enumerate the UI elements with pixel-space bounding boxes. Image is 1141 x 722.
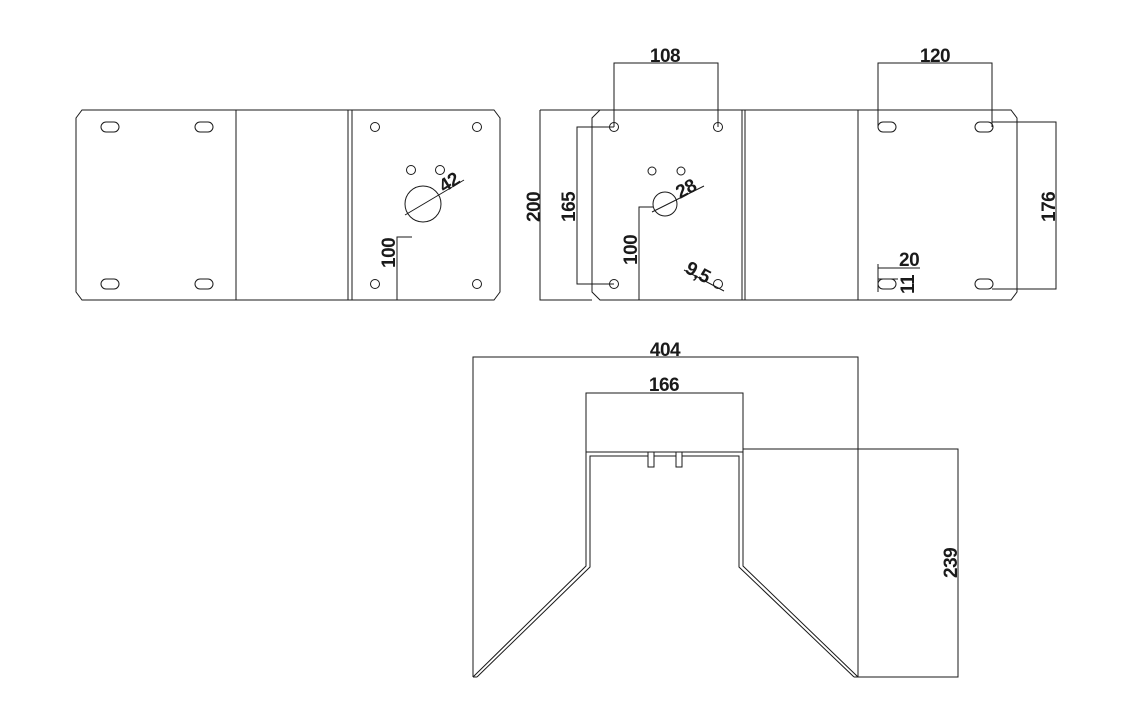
- mount-hole: [472, 122, 482, 132]
- dim-239-label: 239: [941, 548, 962, 578]
- left-plate-view: 42 100: [75, 109, 501, 301]
- dim-176-label: 176: [1039, 192, 1060, 222]
- leader-28: [651, 185, 705, 213]
- small-hole: [406, 165, 416, 175]
- dim-100-mid-label: 100: [621, 235, 642, 265]
- leader-9-5: [683, 269, 725, 292]
- profile-outer: [472, 451, 859, 678]
- mount-hole: [370, 122, 380, 132]
- dim-120-line: [877, 62, 993, 127]
- slot-hole: [877, 278, 897, 290]
- dim-100-left-label: 100: [379, 238, 400, 268]
- slot-hole: [194, 278, 214, 290]
- right-plate-outline: [591, 109, 1018, 301]
- dim-404-label: 404: [650, 340, 681, 361]
- dim-166-line: [585, 392, 744, 452]
- slot-hole: [974, 121, 994, 133]
- slot-hole: [100, 278, 120, 290]
- profile-inner: [476, 455, 855, 678]
- right-plate-view: 28 9,5 108 120 200 165 100 20 11 176: [524, 46, 1060, 301]
- leader-42: [404, 179, 465, 216]
- dim-20-label: 20: [899, 250, 919, 271]
- profile-tab: [675, 451, 683, 468]
- mount-hole: [370, 279, 380, 289]
- profile-tab: [647, 451, 655, 468]
- dim-9-5-label: 9,5: [682, 258, 715, 289]
- mount-hole: [472, 279, 482, 289]
- slot-hole: [194, 121, 214, 133]
- dim-100-left-line: [396, 236, 412, 300]
- dim-165-label: 165: [559, 191, 580, 222]
- small-hole: [435, 165, 445, 175]
- dim-239-line: [743, 448, 959, 678]
- small-hole: [676, 166, 686, 176]
- dim-100-mid-line: [638, 206, 653, 300]
- dim-120-label: 120: [920, 46, 950, 67]
- left-plate-outline: [75, 109, 501, 301]
- dim-166-label: 166: [649, 375, 679, 396]
- dim-108-label: 108: [650, 46, 680, 67]
- dim-200-label: 200: [524, 192, 545, 222]
- dim-176-line: [992, 121, 1057, 290]
- slot-hole: [877, 121, 897, 133]
- dim-165-line: [576, 126, 614, 285]
- dim-11-label: 11: [898, 274, 919, 294]
- mount-hole-9-5: [713, 279, 723, 289]
- small-hole: [647, 166, 657, 176]
- dim-108-line: [613, 62, 719, 127]
- center-hole-28: [652, 191, 678, 217]
- dim-404-line: [472, 356, 859, 677]
- slot-hole: [100, 121, 120, 133]
- right-plate-back-outline: [539, 110, 592, 301]
- slot-hole: [974, 278, 994, 290]
- folded-profile-view: 404 166 239: [472, 340, 962, 678]
